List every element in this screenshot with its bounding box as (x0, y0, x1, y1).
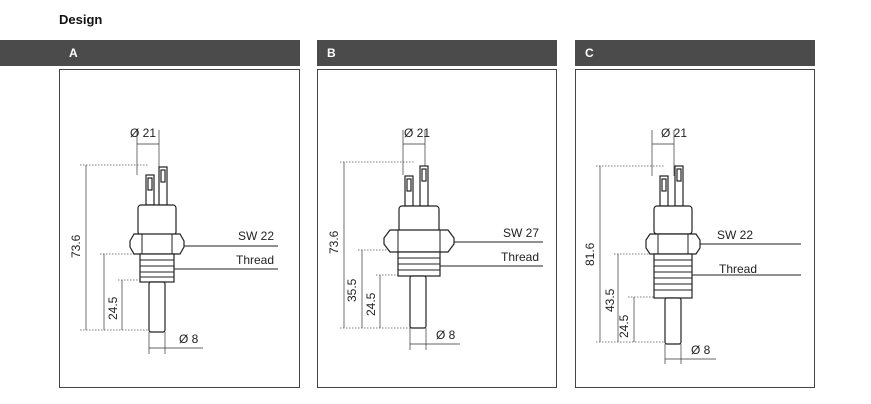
b-dia-bottom-label: Ø 8 (436, 328, 456, 342)
a-dim-probe: 24.5 (106, 296, 120, 320)
panel-c-label: C (585, 46, 594, 60)
a-hex-label: SW 22 (238, 229, 274, 243)
sensor-c-drawing: Ø 21 81.6 43.5 24.5 (583, 126, 801, 364)
c-dim-mid: 43.5 (603, 288, 617, 312)
c-hex-label: SW 22 (717, 228, 753, 242)
a-thread-label: Thread (236, 253, 274, 267)
c-dia-top-label: Ø 21 (661, 126, 687, 140)
panel-b-header: B (317, 40, 557, 66)
panel-c-box: Ø 21 81.6 43.5 24.5 (575, 69, 815, 388)
b-dim-mid: 35.5 (345, 278, 359, 302)
b-dim-total: 73.6 (327, 230, 341, 254)
sensor-a-drawing: Ø 21 73.6 24.5 SW 22 Thread (69, 126, 278, 354)
a-dim-total: 73.6 (69, 234, 83, 258)
section-title: Design (59, 12, 103, 27)
header-bar-accent (0, 40, 59, 66)
sensor-b-drawing: Ø 21 73.6 35.5 24.5 SW 27 (327, 126, 543, 350)
panel-b-box: Ø 21 73.6 35.5 24.5 SW 27 (317, 69, 557, 388)
c-thread-label: Thread (719, 262, 757, 276)
panel-c-header: C (575, 40, 815, 66)
a-dia-bottom-label: Ø 8 (179, 332, 199, 346)
b-thread-label: Thread (501, 250, 539, 264)
panel-a-header: A (59, 40, 300, 66)
c-dim-probe: 24.5 (617, 314, 631, 338)
b-hex-label: SW 27 (503, 226, 539, 240)
panel-a-box: Ø 21 73.6 24.5 SW 22 Thread (59, 69, 300, 388)
c-dim-total: 81.6 (583, 242, 597, 266)
panel-a-label: A (69, 46, 78, 60)
b-dia-top-label: Ø 21 (404, 126, 430, 140)
panel-b-label: B (327, 46, 336, 60)
b-dim-probe: 24.5 (364, 292, 378, 316)
c-dia-bottom-label: Ø 8 (691, 343, 711, 357)
a-dia-top-label: Ø 21 (130, 126, 156, 140)
